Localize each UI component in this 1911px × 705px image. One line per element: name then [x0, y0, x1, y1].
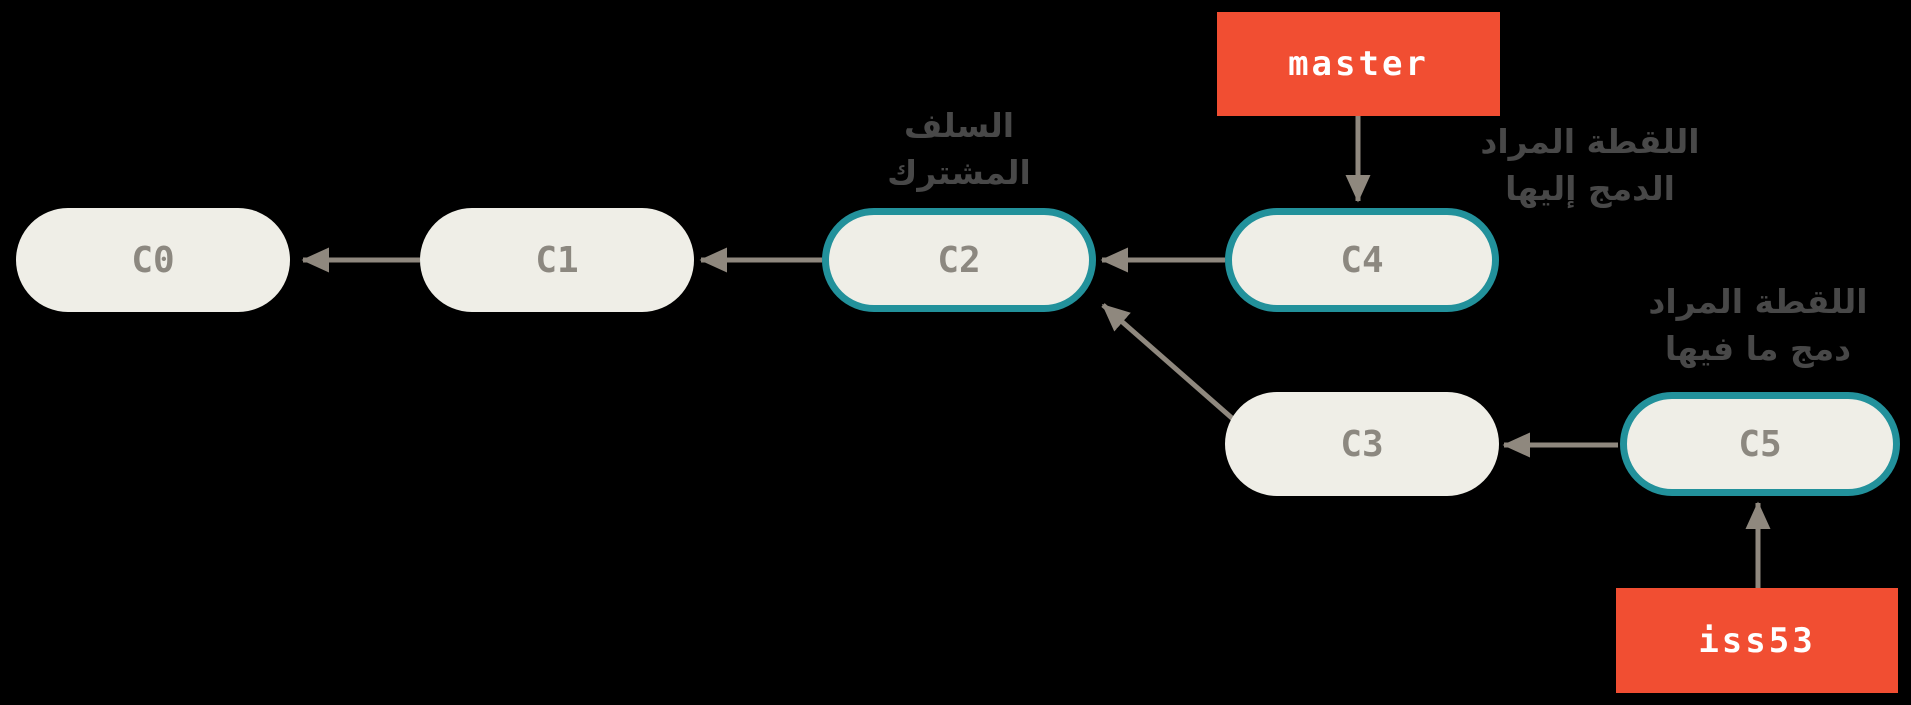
annotation-merge-into: اللقطة المراد الدمج إليها [1430, 118, 1750, 212]
branch-name: master [1288, 44, 1429, 84]
commit-node-c2: C2 [822, 208, 1096, 312]
commit-label: C2 [937, 239, 981, 281]
annotation-line: السلف [903, 106, 1015, 145]
commit-node-c4: C4 [1225, 208, 1499, 312]
annotation-line: دمج ما فيها [1664, 329, 1852, 368]
commit-node-c5: C5 [1620, 392, 1900, 496]
annotation-line: اللقطة المراد [1648, 282, 1868, 321]
commit-label: C5 [1738, 423, 1782, 465]
annotation-line: اللقطة المراد [1480, 122, 1700, 161]
branch-label-iss53: iss53 [1616, 588, 1898, 693]
commit-node-c0: C0 [16, 208, 290, 312]
commit-label: C1 [535, 239, 579, 281]
branch-name: iss53 [1698, 620, 1816, 661]
annotation-line: المشترك [887, 153, 1031, 192]
branch-label-master: master [1217, 12, 1500, 116]
annotation-common-ancestor: السلف المشترك [797, 102, 1121, 196]
annotation-merge-from: اللقطة المراد دمج ما فيها [1608, 278, 1908, 372]
arrow-c3-to-c2 [1101, 303, 1235, 421]
commit-label: C0 [131, 239, 175, 281]
annotation-line: الدمج إليها [1505, 169, 1675, 208]
commit-label: C4 [1340, 239, 1384, 281]
commit-node-c1: C1 [420, 208, 694, 312]
commit-label: C3 [1340, 423, 1384, 465]
commit-node-c3: C3 [1225, 392, 1499, 496]
